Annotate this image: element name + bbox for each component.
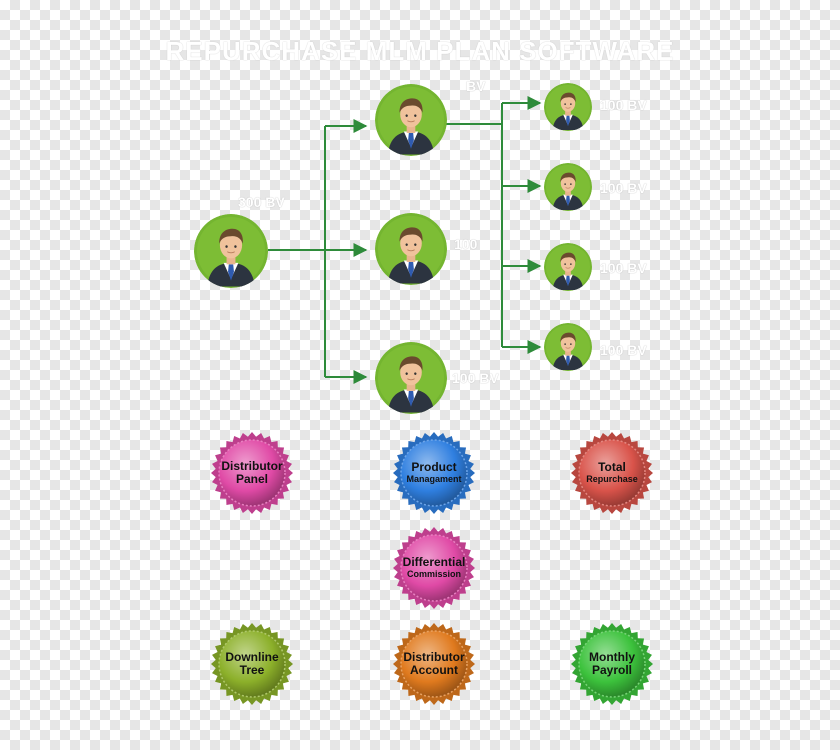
badge-seal-icon [211,432,293,514]
level2-1-user-avatar-icon [544,83,592,131]
badge-seal-icon [211,623,293,705]
bv-label-root: 300 BV [238,194,285,210]
bv-label-level2-3: 100 BV [600,260,647,276]
root-user-avatar-icon [194,214,268,288]
level1-top-user-avatar-icon [375,84,447,156]
level1-bottom-user-avatar-icon [375,342,447,414]
badge-seal-icon [571,432,653,514]
badge-seal-icon [393,432,475,514]
page-title: REPURCHASE MLM PLAN SOFTWARE [165,36,675,66]
bv-label-level2-1: 100 BV [600,97,647,113]
badge-seal-icon [393,623,475,705]
level2-2-user-avatar-icon [544,163,592,211]
badge-seal-icon [571,623,653,705]
level2-3-user-avatar-icon [544,243,592,291]
bv-label-level1-middle: 100 [454,236,478,252]
bv-label-level2-4: 100 BV [600,342,647,358]
bv-label-level1-top: BV [466,78,486,94]
bv-label-level1-bottom: 100 BV [452,370,499,386]
bv-label-level2-2: 100 BV [600,180,647,196]
level1-middle-user-avatar-icon [375,213,447,285]
badge-seal-icon [393,527,475,609]
level2-4-user-avatar-icon [544,323,592,371]
